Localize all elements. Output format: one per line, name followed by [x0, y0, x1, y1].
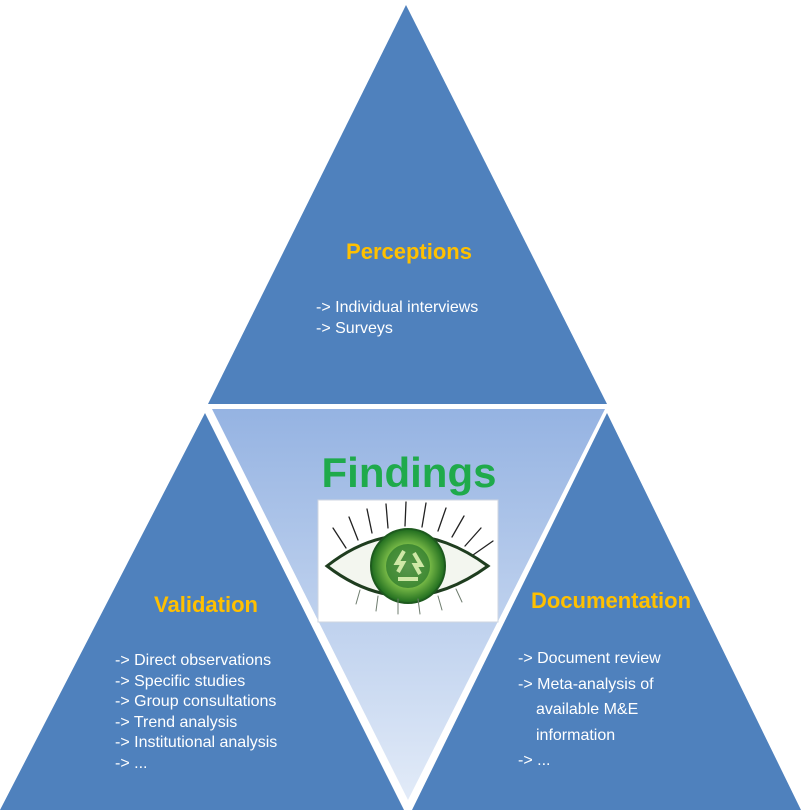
documentation-list: -> Document review -> Meta-analysis of a…	[518, 646, 718, 774]
list-item: -> Institutional analysis	[115, 734, 278, 751]
perceptions-title: Perceptions	[346, 239, 472, 264]
list-item: -> Document review	[518, 650, 661, 667]
validation-list: -> Direct observations -> Specific studi…	[115, 651, 345, 774]
list-item: -> ...	[518, 752, 551, 769]
list-item: -> Trend analysis	[115, 713, 238, 731]
validation-triangle	[0, 413, 404, 810]
list-item: -> Group consultations	[115, 693, 277, 710]
eye-recycle-icon	[317, 499, 499, 623]
list-item: -> Surveys	[316, 319, 393, 337]
validation-title: Validation	[154, 592, 258, 617]
findings-title: Findings	[321, 449, 497, 496]
documentation-triangle	[412, 413, 801, 810]
list-item: -> Direct observations	[115, 652, 272, 669]
list-item: available M&E	[536, 701, 639, 718]
documentation-title: Documentation	[530, 588, 692, 613]
list-item: information	[536, 726, 616, 744]
list-item: -> Individual interviews	[316, 299, 479, 316]
list-item: -> Meta-analysis of	[518, 675, 654, 693]
perceptions-list: -> Individual interviews -> Surveys	[316, 298, 536, 339]
perceptions-triangle	[208, 5, 607, 404]
list-item: -> Specific studies	[115, 672, 246, 690]
list-item: -> ...	[115, 754, 148, 772]
